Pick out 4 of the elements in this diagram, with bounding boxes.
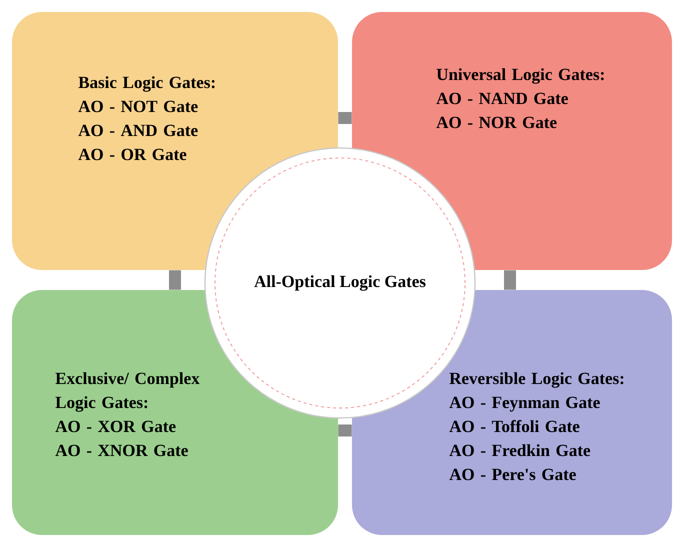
connector-bar [169,270,181,290]
connector-bar [504,270,516,290]
connector-bar [338,112,352,124]
connector-bar [338,424,352,436]
